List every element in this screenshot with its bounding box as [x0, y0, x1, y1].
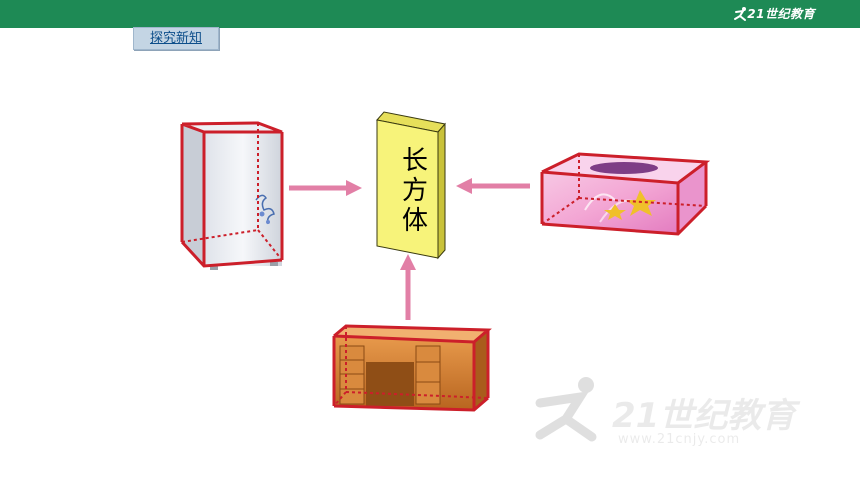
section-tag-button[interactable]: 探究新知 [133, 27, 219, 50]
watermark-text: 21世纪教育 [612, 396, 796, 436]
cuboid-label: 长方体 [401, 146, 428, 236]
watermark-url: www.21cnjy.com [618, 432, 741, 447]
brand-logo-text: 21世纪教育 [747, 7, 815, 21]
logo-runner-icon [732, 6, 750, 26]
desk-icon [332, 324, 492, 412]
section-tag-label: 探究新知 [149, 31, 202, 46]
refrigerator-icon [180, 121, 284, 270]
arrow-left-icon [456, 178, 530, 194]
arrow-right-icon [289, 180, 362, 196]
header-bar [0, 0, 860, 28]
cuboid-box [376, 111, 446, 260]
watermark-runner-icon [530, 375, 610, 449]
tissue-box-icon [540, 152, 711, 236]
arrow-up-icon [400, 254, 416, 320]
